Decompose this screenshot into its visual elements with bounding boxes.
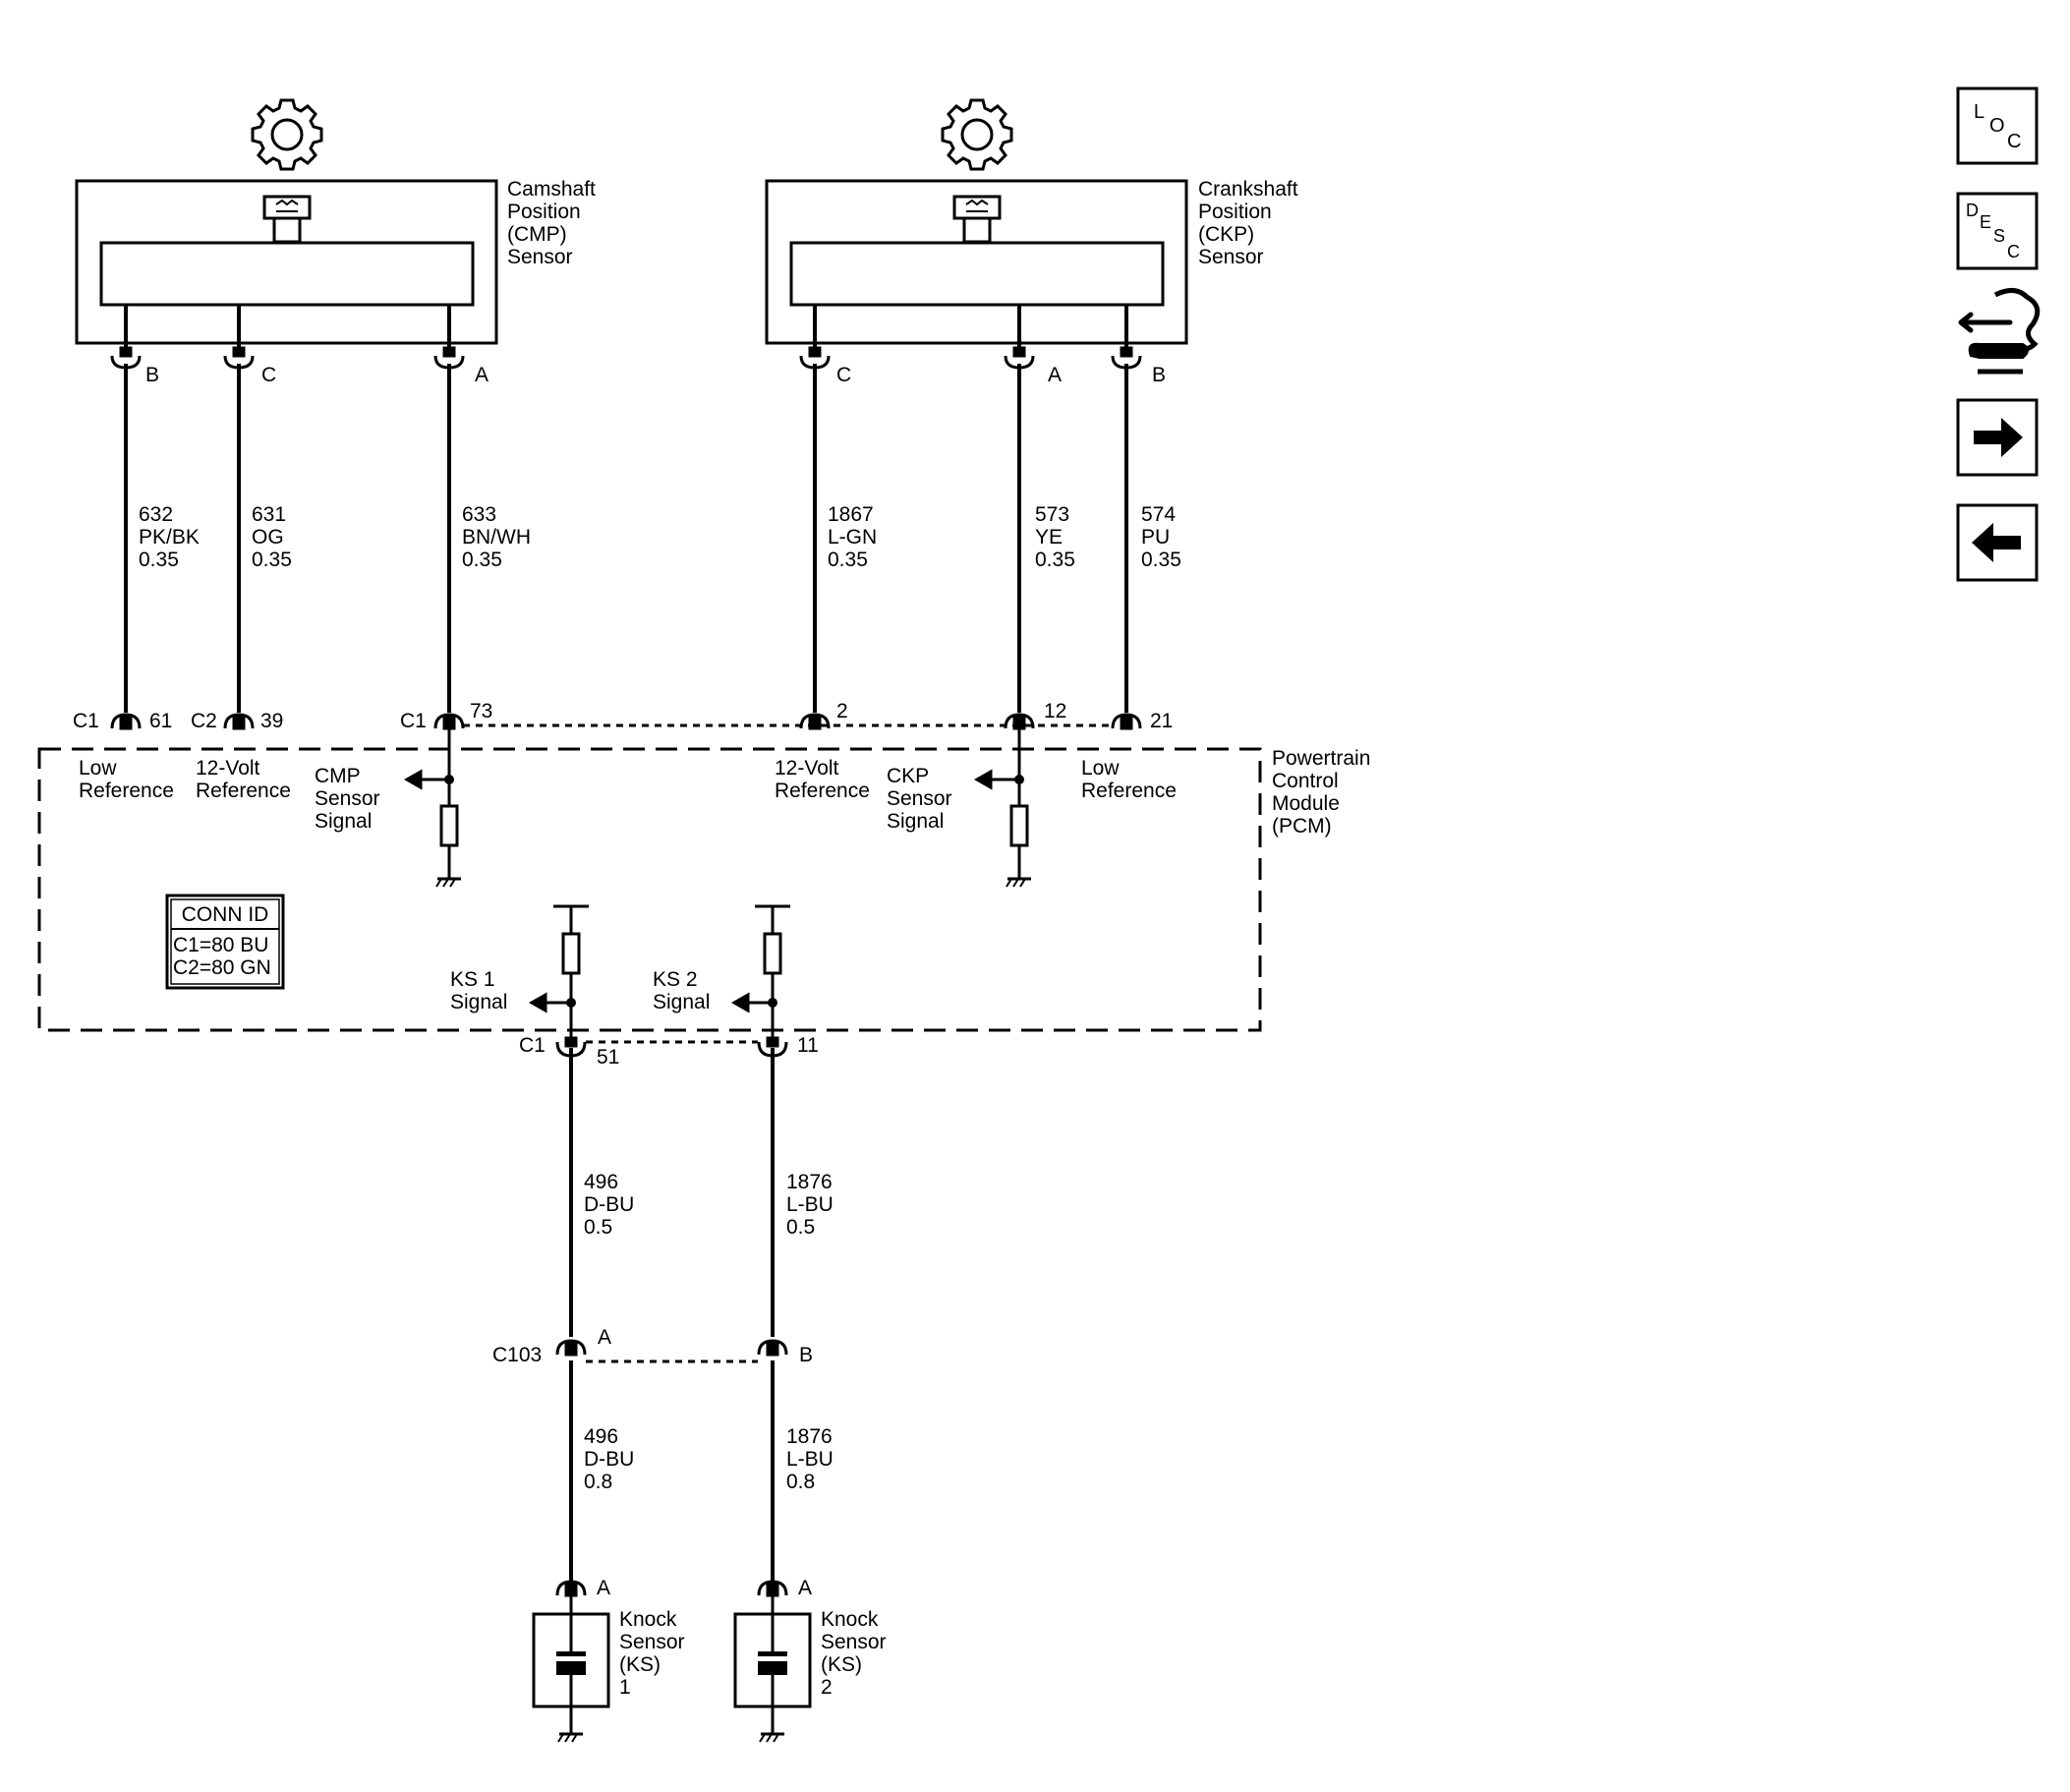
svg-text:A: A <box>597 1577 610 1599</box>
ckp-sensor: Crankshaft Position (CKP) Sensor <box>765 98 1303 345</box>
location-button[interactable]: L O C <box>1956 87 2039 165</box>
connector-c103 <box>555 1339 788 1357</box>
pcm-top-pin-labels: C1 61 C2 39 C1 73 2 12 21 <box>73 700 1173 732</box>
svg-text:39: 39 <box>260 710 283 732</box>
svg-text:73: 73 <box>470 700 492 723</box>
svg-text:A: A <box>598 1326 611 1349</box>
ckp-sensor-label: Crankshaft Position (CKP) Sensor <box>1198 178 1303 268</box>
pcm-bottom-connectors <box>555 1036 788 1058</box>
svg-text:2: 2 <box>836 700 848 723</box>
conn-id-box: CONN ID C1=80 BU C2=80 GN <box>165 894 285 990</box>
ground-icon <box>758 1732 786 1744</box>
svg-text:C103: C103 <box>492 1344 542 1366</box>
svg-text:C: C <box>2007 131 2021 152</box>
ground-icon <box>434 877 463 889</box>
svg-text:C2: C2 <box>191 710 217 732</box>
arrow-right-icon <box>1974 418 2023 457</box>
connector-end-view-button[interactable] <box>1958 288 2041 375</box>
svg-text:B: B <box>799 1344 813 1366</box>
pcm-label: Powertrain Control Module (PCM) <box>1272 747 1376 838</box>
svg-text:E: E <box>1980 212 1991 232</box>
svg-text:C1: C1 <box>519 1034 546 1057</box>
svg-text:A: A <box>475 364 489 386</box>
pcm-bottom-pin-labels: C1 51 11 <box>519 1034 819 1069</box>
ground-icon <box>556 1732 585 1744</box>
svg-text:D: D <box>1966 201 1979 220</box>
svg-text:Knock Sensor (KS): Knock Sensor (KS) 2 <box>821 1608 891 1699</box>
svg-text:C1: C1 <box>400 710 427 732</box>
svg-text:C2=80 GN: C2=80 GN <box>173 956 271 979</box>
cmp-sensor: Camshaft Position (CMP) Sensor <box>75 98 602 345</box>
svg-text:O: O <box>1989 115 2005 137</box>
previous-page-button[interactable] <box>1956 503 2039 582</box>
cmp-sensor-label: Camshaft Position (CMP) Sensor <box>507 178 602 268</box>
svg-text:C: C <box>261 364 276 386</box>
gear-icon <box>941 98 1013 171</box>
ground-icon <box>1005 877 1033 889</box>
svg-text:A: A <box>798 1577 812 1599</box>
knock-sensor-2: Knock Sensor (KS) 2 <box>733 1596 891 1744</box>
svg-text:B: B <box>145 364 159 386</box>
pcm-boundary <box>37 747 1262 1032</box>
knock-sensor-1: Knock Sensor (KS) 1 <box>532 1596 690 1744</box>
pcm-top-connectors <box>110 713 1142 730</box>
svg-text:51: 51 <box>597 1046 619 1069</box>
svg-text:B: B <box>1152 364 1166 386</box>
svg-text:Knock Sensor (KS): Knock Sensor (KS) 1 <box>619 1608 690 1699</box>
svg-text:L: L <box>1974 101 1984 123</box>
sensor-connectors <box>110 346 1142 370</box>
knock-sensor-connectors <box>555 1580 788 1597</box>
svg-text:CONN ID: CONN ID <box>182 903 269 926</box>
next-page-button[interactable] <box>1956 398 2039 477</box>
svg-text:C: C <box>2007 242 2020 261</box>
description-button[interactable]: D E S C <box>1956 192 2039 270</box>
sensor-pin-labels: B C A C A B <box>145 364 1166 386</box>
svg-text:21: 21 <box>1150 710 1173 732</box>
svg-text:S: S <box>1993 226 2005 246</box>
gear-icon <box>251 98 323 171</box>
svg-text:61: 61 <box>149 710 172 732</box>
svg-text:11: 11 <box>797 1034 819 1057</box>
svg-text:C1: C1 <box>73 710 99 732</box>
wires <box>124 305 1128 1585</box>
svg-text:A: A <box>1048 364 1062 386</box>
knock-pin-labels: A A <box>597 1577 812 1599</box>
arrow-left-icon <box>1972 523 2021 562</box>
svg-text:12: 12 <box>1044 700 1066 723</box>
pcm-internal-circuits <box>403 728 1029 1040</box>
svg-text:C1=80 BU: C1=80 BU <box>173 934 268 956</box>
c103-labels: C103 A B <box>492 1326 813 1366</box>
svg-text:C: C <box>836 364 851 386</box>
